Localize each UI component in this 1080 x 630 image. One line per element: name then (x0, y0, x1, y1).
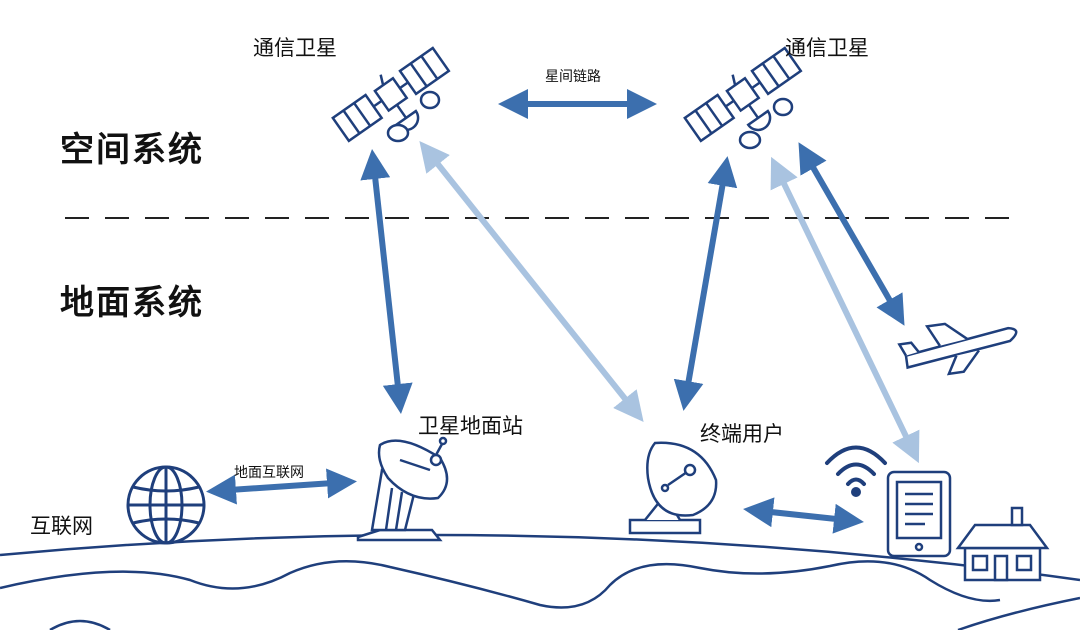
satellite-left-dishes (386, 90, 441, 143)
satellite-right-icon (683, 46, 803, 143)
link-left-satellite-to-station (360, 149, 413, 414)
link-terminal-to-tablet (743, 497, 864, 534)
link-internet-to-station (206, 468, 357, 505)
space-segment-label: 空间系统 (60, 130, 204, 170)
terminal-user-label: 终端用户 (700, 422, 784, 446)
ground-station-label: 卫星地面站 (418, 414, 523, 438)
house-icon (955, 506, 1050, 582)
satellite-right-dishes (738, 97, 794, 150)
link-terminal-to-left-satellite (419, 140, 644, 423)
tablet-icon (886, 470, 952, 558)
link-right-satellite-to-airplane (798, 142, 905, 326)
light-links (419, 140, 920, 464)
globe-icon (126, 465, 206, 545)
satellite-right-label: 通信卫星 (785, 36, 869, 60)
airplane-icon (897, 322, 1018, 376)
inter-satellite-link-label: 星间链路 (545, 69, 601, 85)
wifi-icon (825, 445, 887, 497)
link-terminal-to-right-satellite (673, 156, 738, 411)
ground-internet-label: 地面互联网 (234, 465, 304, 481)
internet-label: 互联网 (30, 514, 93, 538)
satellite-left-label: 通信卫星 (253, 36, 337, 60)
ground-segment-label: 地面系统 (60, 283, 204, 323)
dark-links (206, 89, 905, 534)
satellite-left-icon (331, 46, 451, 143)
terminal-dish-icon (628, 441, 718, 535)
ground-station-icon (356, 436, 449, 542)
